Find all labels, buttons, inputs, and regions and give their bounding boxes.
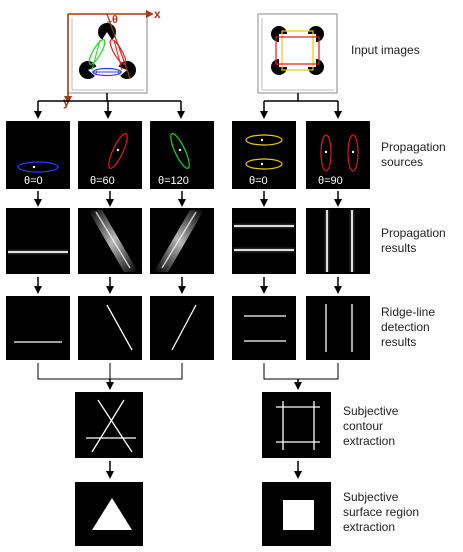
angle-label-tri-0: θ=0 <box>24 175 43 187</box>
input-images-label: Input images <box>351 43 420 57</box>
propagation-results-row <box>6 208 370 274</box>
subjective-contour-row <box>75 392 331 458</box>
row-arrows-3 <box>34 277 342 294</box>
angle-label-tri-60: θ=60 <box>90 175 115 187</box>
input-branch-arrows <box>34 93 342 119</box>
subjective-surface-row <box>75 482 331 546</box>
row-arrows-2 <box>34 191 342 207</box>
x-axis-label: x <box>154 7 161 21</box>
ridge-line-row <box>6 296 370 360</box>
input-image-triangle: x y θ <box>63 7 161 109</box>
angle-label-tri-120: θ=120 <box>158 175 189 187</box>
input-image-square <box>257 13 338 94</box>
theta-label: θ <box>112 14 118 26</box>
propagation-sources-label: Propagation sources <box>381 140 446 169</box>
propagation-sources-row: θ=0 θ=60 θ=120 θ=0 θ=90 <box>6 121 370 189</box>
row-arrows-5 <box>106 461 302 479</box>
y-axis-label: y <box>63 95 70 109</box>
ridge-line-label: Ridge-line detection results <box>381 305 436 349</box>
angle-label-sq-0: θ=0 <box>249 175 268 187</box>
subjective-surface-label: Subjective surface region extraction <box>343 490 420 534</box>
angle-label-sq-90: θ=90 <box>318 175 343 187</box>
subjective-contour-label: Subjective contour extraction <box>343 404 399 448</box>
merge-arrows <box>106 379 302 390</box>
merge-connectors <box>37 363 339 380</box>
propagation-results-label: Propagation results <box>381 226 446 255</box>
